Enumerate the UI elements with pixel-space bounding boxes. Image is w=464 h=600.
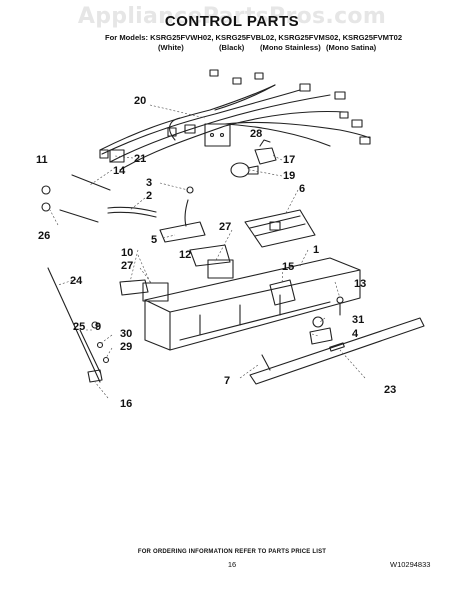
callout-30: 29 [120,341,132,353]
callout-23: 24 [70,275,83,287]
callout-19: 19 [283,170,295,182]
variant-mono-satina: (Mono Satina) [326,43,377,52]
callout-24: 25 [73,321,85,333]
callout-28: 28 [250,128,262,140]
variant-black: (Black) [219,43,245,52]
page-title: CONTROL PARTS [164,13,300,30]
callout-3: 3 [146,177,152,189]
callout-29: 30 [120,328,132,340]
models-line: For Models: KSRG25FVWH02, KSRG25FVBL02, … [105,33,403,42]
callout-13: 13 [354,278,366,290]
callout-10: 10 [121,247,133,259]
watermark-text: AppliancePartsPros.com [77,4,387,29]
callout-11: 11 [36,154,48,166]
page-number: 16 [227,560,237,569]
callout-26: 26 [38,230,50,242]
callout-6: 6 [299,183,305,195]
callout-1: 1 [313,244,319,256]
mount-plate [204,123,231,147]
callout-5: 5 [151,234,157,246]
callout-20: 20 [134,95,146,107]
callout-27-lower: 27 [121,260,133,272]
callout-4: 4 [352,328,359,340]
wire-harness [99,69,371,171]
callout-14: 14 [113,165,126,177]
callout-15: 16 [120,398,132,410]
ordering-note: FOR ORDERING INFORMATION REFER TO PARTS … [137,549,327,555]
document-number: W10294833 [390,560,431,569]
callout-17: 17 [283,154,295,166]
callout-31: 31 [352,314,364,326]
variant-white: (White) [158,43,184,52]
callout-2: 2 [146,190,152,202]
callout-9: 9 [95,321,101,333]
connector-part [109,149,125,163]
callout-27-upper: 27 [219,221,231,233]
callout-12: 12 [179,249,191,261]
callout-25: 23 [384,384,396,396]
callout-16: 15 [282,261,294,273]
callout-7: 7 [224,375,230,387]
variant-mono-stainless: (Mono Stainless) [260,43,321,52]
callout-21: 21 [134,153,146,165]
